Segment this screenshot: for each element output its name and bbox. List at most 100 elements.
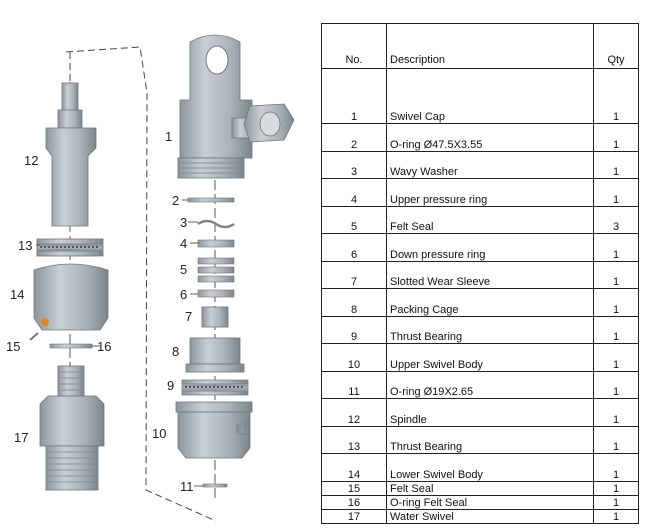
cell-no: 8 [321,288,387,317]
callout-4: 4 [180,236,187,251]
part-5-felt-seals [197,257,235,283]
cell-no: 4 [321,178,387,207]
part-8-packing-cage [185,337,245,373]
cell-no: 16 [321,494,387,510]
cell-no: 1 [321,68,387,124]
part-15-felt-seal [29,332,39,341]
callout-5: 5 [180,262,187,277]
header-no: No. [321,23,387,69]
callout-7: 7 [185,309,192,324]
cell-no: 7 [321,260,387,289]
cell-qty: 1 [593,178,639,207]
callout-leader-lines [36,199,203,487]
callout-3: 3 [180,215,187,230]
cell-no: 5 [321,205,387,234]
part-9-thrust-bearing [181,379,249,396]
cell-description: Slotted Wear Sleeve [386,260,594,289]
cell-description: O-ring Ø47.5X3.55 [386,123,594,152]
cell-qty: 1 [593,453,639,482]
part-17-thread-lines [46,371,98,483]
cell-description: Thrust Bearing [386,425,594,454]
cell-no: 11 [321,370,387,399]
part-14-lower-swivel-body [33,263,109,331]
cell-no: 14 [321,453,387,482]
callout-11: 11 [180,479,194,494]
callout-8: 8 [172,344,179,359]
cell-no: 12 [321,398,387,427]
cell-qty: 1 [593,233,639,262]
cell-qty: 1 [593,480,639,496]
callout-1: 1 [165,129,172,144]
cell-description: Felt Seal [386,480,594,496]
callout-14: 14 [10,287,24,302]
cell-description: Spindle [386,398,594,427]
part-11-o-ring [202,483,228,488]
part-17-water-swivel [39,365,105,491]
cell-description: O-ring Felt Seal [386,494,594,510]
callout-16: 16 [97,339,111,354]
header-description: Description [386,23,594,69]
assembly-guide-lines [65,46,217,522]
cell-qty: 1 [593,150,639,179]
cell-no: 17 [321,508,387,524]
part-7-slotted-wear-sleeve [201,306,229,328]
cell-no: 10 [321,343,387,372]
cell-description: Lower Swivel Body [386,453,594,482]
part-10-upper-swivel-body [175,401,253,459]
callout-9: 9 [167,378,174,393]
callout-17: 17 [14,430,28,445]
cell-no: 15 [321,480,387,496]
cell-qty: 1 [593,123,639,152]
cell-qty: 1 [593,508,639,524]
cell-no: 13 [321,425,387,454]
cell-no: 3 [321,150,387,179]
cell-description: Water Swivel [386,508,594,524]
cell-description: Upper pressure ring [386,178,594,207]
part-3-wavy-washer [197,219,235,229]
part-16-o-ring [49,343,93,349]
cell-description: Swivel Cap [386,68,594,124]
part-13-thrust-bearing [36,238,104,257]
cell-description: O-ring Ø19X2.65 [386,370,594,399]
callout-15: 15 [6,339,20,354]
cell-no: 2 [321,123,387,152]
callout-2: 2 [172,193,179,208]
cell-qty: 1 [593,315,639,344]
table-header-row: No. Description Qty [321,23,639,69]
cell-no: 6 [321,233,387,262]
cell-qty: 1 [593,425,639,454]
cell-qty: 1 [593,288,639,317]
cell-qty: 1 [593,260,639,289]
part-12-spindle [45,82,97,227]
cell-description: Felt Seal [386,205,594,234]
cell-description: Wavy Washer [386,150,594,179]
cell-qty: 1 [593,494,639,510]
part-1-swivel-cap [177,34,295,179]
cell-description: Upper Swivel Body [386,343,594,372]
cell-description: Packing Cage [386,288,594,317]
callout-13: 13 [18,238,32,253]
cell-qty: 1 [593,370,639,399]
cell-no: 9 [321,315,387,344]
header-qty: Qty [593,23,639,69]
part-2-o-ring [187,197,235,203]
part-4-upper-pressure-ring [197,239,235,248]
cell-description: Thrust Bearing [386,315,594,344]
cell-qty: 1 [593,68,639,124]
callout-12: 12 [24,153,38,168]
